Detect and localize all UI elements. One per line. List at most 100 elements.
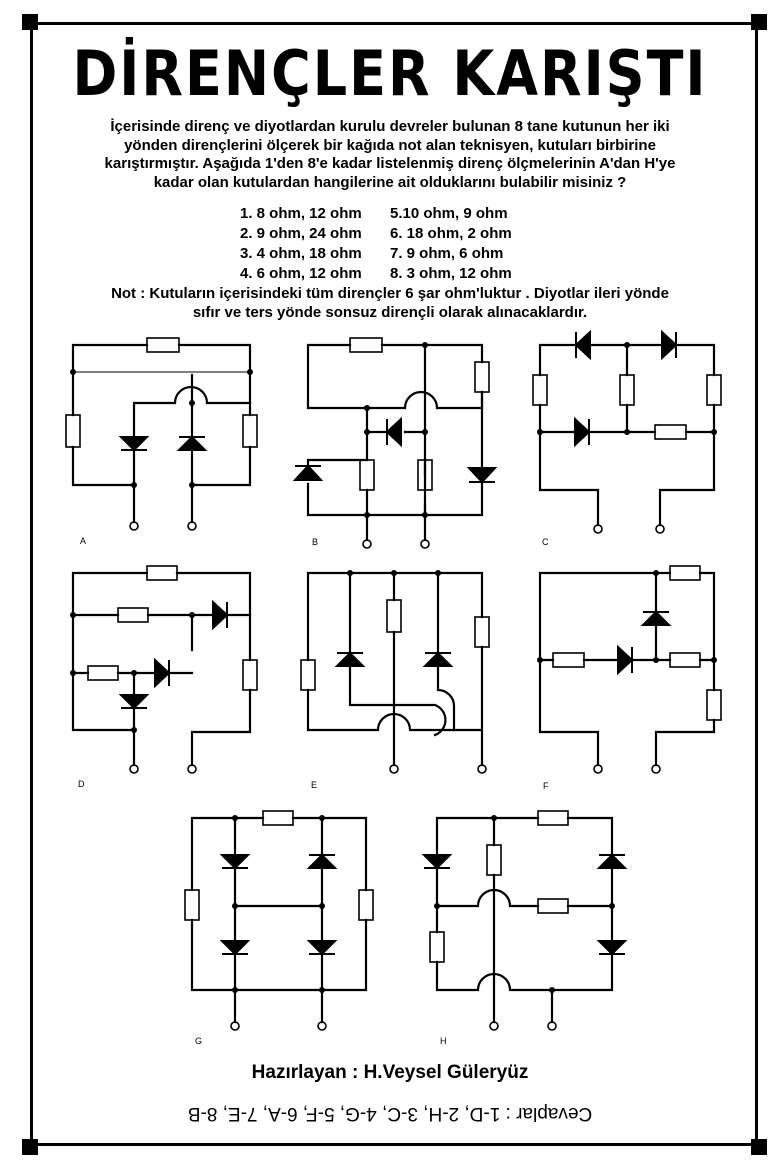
terminal (129, 521, 139, 531)
resistor-symbol (242, 659, 258, 691)
resistor-symbol (474, 616, 490, 648)
terminal (547, 1021, 557, 1031)
answer-key: Cevaplar : 1-D, 2-H, 3-C, 4-G, 5-F, 6-A,… (187, 1103, 593, 1124)
terminal (187, 764, 197, 774)
resistor-symbol (262, 810, 294, 826)
diode-symbol (422, 651, 454, 667)
circuit-label-c: C (542, 537, 549, 547)
diode-symbol (421, 854, 453, 870)
circuit-a (65, 337, 258, 531)
diode-symbol (334, 651, 366, 667)
circuit-label-f: F (543, 781, 549, 791)
intro-line: yönden dirençlerini ölçerek bir kağıda n… (124, 136, 656, 154)
resistor-symbol (537, 898, 569, 914)
resistor-symbol (65, 414, 81, 448)
resistor-symbol (486, 844, 502, 876)
resistor-symbol (386, 599, 402, 633)
measurement-item: 2. 9 ohm, 24 ohm (240, 225, 362, 242)
measurement-item: 6. 18 ohm, 2 ohm (390, 225, 512, 242)
puzzle-note: Not : Kutuların içerisindeki tüm dirençl… (40, 284, 740, 322)
terminal (420, 539, 430, 549)
diode-symbol (306, 940, 338, 956)
terminal (489, 1021, 499, 1031)
circuit-label-a: A (80, 536, 86, 546)
terminal (129, 764, 139, 774)
resistor-symbol (184, 889, 200, 921)
intro-line: karıştırmıştır. Aşağıda 1'den 8'e kadar … (104, 155, 676, 172)
resistor-symbol (669, 565, 701, 581)
terminal (230, 1021, 240, 1031)
resistor-symbol (358, 889, 374, 921)
resistor-symbol (537, 810, 569, 826)
diode-symbol (292, 464, 324, 481)
terminal (651, 764, 661, 774)
resistor-symbol (242, 414, 258, 448)
terminal (317, 1021, 327, 1031)
note-line: sıfır ve ters yönde sonsuz dirençli olar… (192, 304, 588, 321)
circuit-f (538, 565, 722, 774)
intro-line: kadar olan kutulardan hangilerine ait ol… (153, 173, 627, 191)
terminal (593, 764, 603, 774)
resistor-symbol (359, 459, 375, 491)
diode-symbol (596, 940, 628, 956)
terminal (477, 764, 487, 774)
diode-symbol (212, 599, 229, 631)
diode-symbol (176, 435, 208, 451)
circuit-label-b: B (312, 537, 318, 547)
resistor-symbol (117, 607, 149, 623)
diode-symbol (219, 854, 251, 870)
resistor-symbol (146, 565, 178, 581)
corner-mark-bottom-right (751, 1139, 767, 1155)
diode-symbol (640, 610, 672, 626)
page-frame (30, 22, 758, 1146)
corner-mark-top-right (751, 14, 767, 30)
terminal (362, 539, 372, 549)
circuit-label-h: H (440, 1036, 447, 1046)
resistor-symbol (669, 652, 701, 668)
resistor-symbol (706, 374, 722, 406)
diode-symbol (661, 329, 678, 361)
measurement-row: 3. 4 ohm, 18 ohm 7. 9 ohm, 6 ohm (0, 244, 780, 264)
measurement-item: 5.10 ohm, 9 ohm (390, 205, 508, 222)
terminal (655, 524, 665, 534)
resistor-symbol (706, 689, 722, 721)
author-credit: Hazırlayan : H.Veysel Güleryüz (251, 1062, 529, 1083)
terminal (187, 521, 197, 531)
resistor-symbol (532, 374, 548, 406)
diode-symbol (219, 940, 251, 956)
intro-line: İçerisinde direnç ve diyotlardan kurulu … (110, 118, 670, 135)
puzzle-title: DİRENÇLER KARIŞTI (72, 37, 708, 110)
diode-symbol (574, 329, 591, 361)
note-line: Not : Kutuların içerisindeki tüm dirençl… (111, 285, 669, 302)
resistor-symbol (417, 459, 433, 491)
measurement-row: 4. 6 ohm, 12 ohm 8. 3 ohm, 12 ohm (0, 264, 780, 284)
resistor-symbol (619, 374, 635, 406)
circuit-h (429, 810, 614, 1031)
diode-symbol (154, 657, 171, 689)
resistor-symbol (87, 665, 119, 681)
resistor-symbol (300, 659, 316, 691)
diode-symbol (466, 467, 498, 484)
resistor-symbol (429, 931, 445, 963)
diode-symbol (596, 853, 628, 869)
circuit-e (300, 571, 490, 774)
circuit-label-d: D (78, 779, 85, 789)
terminal (593, 524, 603, 534)
measurement-item: 8. 3 ohm, 12 ohm (390, 265, 512, 282)
measurement-item: 3. 4 ohm, 18 ohm (240, 245, 362, 262)
measurement-item: 7. 9 ohm, 6 ohm (390, 245, 504, 262)
resistor-symbol (146, 337, 180, 353)
diode-symbol (385, 416, 402, 448)
corner-mark-top-left (22, 14, 38, 30)
circuit-label-e: E (311, 780, 317, 790)
diode-symbol (118, 694, 150, 710)
resistor-symbol (552, 652, 585, 668)
diode-symbol (574, 416, 591, 448)
circuit-c (532, 343, 722, 534)
measurement-item: 4. 6 ohm, 12 ohm (240, 265, 362, 282)
measurement-row: 2. 9 ohm, 24 ohm 6. 18 ohm, 2 ohm (0, 224, 780, 244)
circuit-g (184, 810, 374, 1031)
diode-symbol (118, 436, 150, 452)
